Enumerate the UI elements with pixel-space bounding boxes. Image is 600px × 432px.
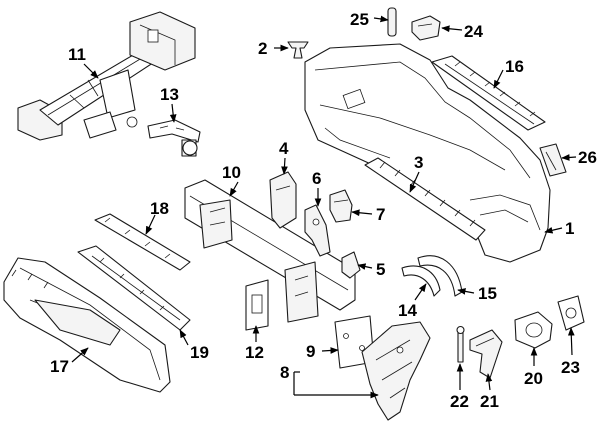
part-pin-22	[456, 325, 465, 363]
part-absorber-18	[94, 213, 191, 271]
part-tow-hitch	[17, 11, 196, 141]
part-mount-plate	[245, 279, 269, 331]
callout-19: 19	[190, 343, 209, 362]
callout-8: 8	[280, 363, 289, 382]
part-side-bracket	[539, 143, 567, 177]
callout-leaders	[71, 15, 577, 399]
callout-3: 3	[414, 153, 423, 172]
part-reinforcement-beam	[184, 179, 356, 323]
callout-11: 11	[68, 45, 86, 64]
callout-23: 23	[561, 358, 580, 377]
callout-15: 15	[478, 284, 497, 303]
part-bracket-7	[329, 189, 353, 223]
part-tow-ball	[147, 119, 201, 157]
callout-9: 9	[306, 342, 315, 361]
part-absorber-19	[77, 245, 191, 331]
part-sensor-bracket-21	[469, 329, 503, 379]
callout-26: 26	[578, 148, 597, 167]
part-rod	[387, 7, 397, 37]
callout-16: 16	[505, 57, 524, 76]
callout-25: 25	[350, 10, 369, 29]
part-trim-14	[401, 265, 441, 297]
callout-5: 5	[376, 260, 385, 279]
callout-6: 6	[312, 169, 321, 188]
part-small-bracket-24	[411, 15, 441, 41]
part-bumper-cover	[304, 43, 551, 263]
callout-13: 13	[160, 85, 179, 104]
callout-18: 18	[150, 199, 169, 218]
part-sensor-housing-20	[514, 311, 553, 349]
part-bracket-6	[304, 204, 331, 257]
callout-21: 21	[480, 392, 499, 411]
callout-labels: 1 2 3 4 5 6 7 8 9 10 11 12 13 14 15 16 1…	[50, 10, 597, 411]
part-push-clip	[287, 41, 309, 59]
part-upper-strip	[431, 55, 546, 131]
callout-12: 12	[245, 343, 264, 362]
part-bracket-5	[341, 251, 361, 279]
part-bracket-4	[269, 171, 297, 229]
callout-22: 22	[450, 392, 469, 411]
callout-1: 1	[565, 219, 574, 238]
callout-4: 4	[279, 139, 289, 158]
callout-17: 17	[50, 357, 69, 376]
callout-14: 14	[398, 301, 417, 320]
callout-20: 20	[524, 369, 543, 388]
callout-10: 10	[222, 163, 241, 182]
callout-2: 2	[258, 39, 267, 58]
callout-7: 7	[376, 205, 385, 224]
part-energy-absorber	[364, 157, 486, 241]
part-lower-valance	[3, 257, 171, 393]
part-sensor-mount-23	[557, 295, 585, 331]
callout-24: 24	[464, 22, 483, 41]
